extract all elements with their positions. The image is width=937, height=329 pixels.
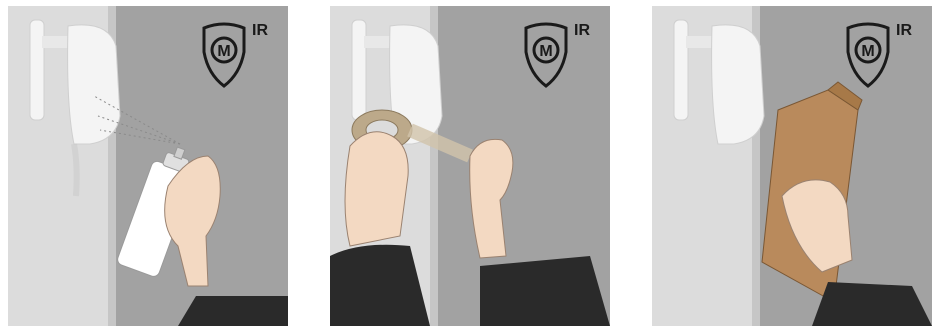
logo-letter: M [539, 43, 552, 60]
tape-illustration: M [330, 6, 610, 326]
logo-letter: M [861, 43, 874, 60]
cardboard-illustration: M [652, 6, 932, 326]
logo-ir-text: IR [896, 22, 912, 40]
logo-ir-text: IR [252, 22, 268, 40]
panel-tape: M IR [330, 6, 610, 326]
logo-letter: M [217, 43, 230, 60]
panel-spray: M IR [8, 6, 288, 326]
spray-illustration: M [8, 6, 288, 326]
logo-ir-text: IR [574, 22, 590, 40]
panel-cardboard: M IR [652, 6, 932, 326]
